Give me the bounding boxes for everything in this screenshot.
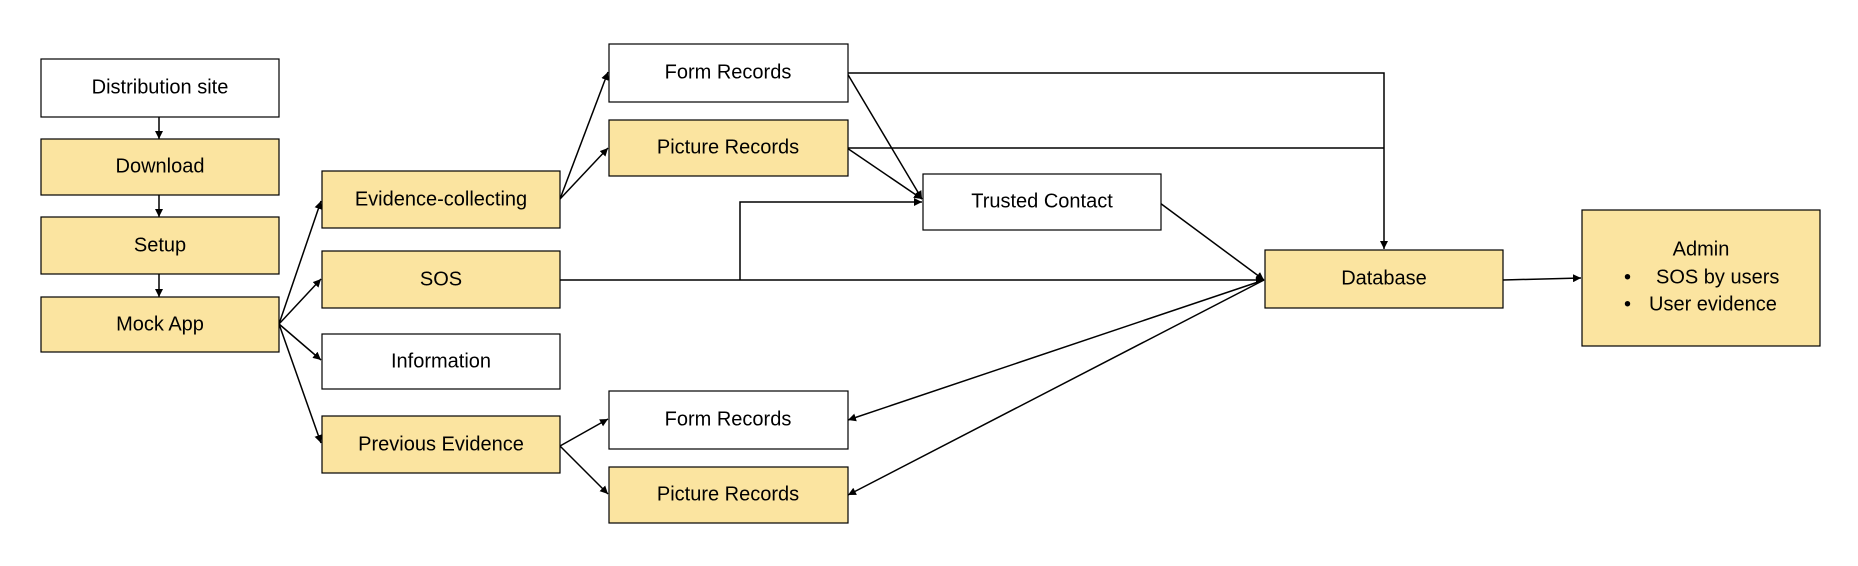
arrow-previous-to-picture-bottom — [559, 445, 609, 495]
admin-item: SOS by users — [1656, 266, 1779, 288]
arrow-mockapp-to-previous — [278, 323, 323, 444]
admin-title: Admin — [1673, 238, 1730, 260]
arrow-evidence-to-form — [559, 71, 609, 200]
node-label: Previous Evidence — [358, 433, 524, 455]
node-mock-app: Mock App — [40, 296, 280, 353]
node-label: Picture Records — [657, 483, 799, 505]
node-distribution-site: Distribution site — [40, 58, 280, 118]
node-label: Information — [391, 350, 491, 372]
node-label: Form Records — [665, 61, 792, 83]
node-picture-records-bottom: Picture Records — [608, 466, 849, 524]
arrow-database-to-picture-bottom — [847, 279, 1265, 496]
node-admin: Admin • SOS by users • User evidence — [1581, 209, 1821, 347]
node-label: Trusted Contact — [971, 190, 1113, 212]
arrow-form-to-database — [848, 72, 1388, 249]
node-label: Mock App — [116, 313, 204, 335]
node-form-records-top: Form Records — [608, 43, 849, 103]
arrow-picture-to-trusted — [846, 147, 923, 200]
arrow-mockapp-to-information — [278, 323, 322, 361]
arrow-mockapp-to-evidence — [278, 200, 323, 325]
arrow-database-to-form-bottom — [847, 279, 1265, 422]
node-label: Setup — [134, 234, 186, 256]
node-label: SOS — [420, 268, 462, 290]
node-trusted-contact: Trusted Contact — [922, 173, 1162, 231]
node-evidence-collecting: Evidence-collecting — [321, 170, 561, 229]
node-label: Distribution site — [92, 76, 229, 98]
arrow-evidence-to-picture — [559, 147, 609, 200]
arrow-sos-to-trusted — [739, 198, 922, 280]
node-label: Database — [1341, 267, 1427, 289]
admin-item: User evidence — [1649, 293, 1777, 315]
node-form-records-bottom: Form Records — [608, 390, 849, 450]
connectors — [155, 71, 1582, 496]
node-information: Information — [321, 333, 561, 390]
node-setup: Setup — [40, 216, 280, 275]
arrow-database-to-admin — [1502, 274, 1582, 283]
node-database: Database — [1264, 249, 1504, 309]
arrow-trusted-to-database — [1159, 202, 1265, 281]
bullet-icon: • — [1624, 266, 1631, 288]
node-download: Download — [40, 138, 280, 196]
arrow-mockapp-to-sos — [278, 278, 322, 325]
node-label: Download — [116, 155, 205, 177]
node-picture-records-top: Picture Records — [608, 119, 849, 177]
node-label: Evidence-collecting — [355, 188, 527, 210]
node-label: Form Records — [665, 408, 792, 430]
node-sos: SOS — [321, 250, 561, 309]
bullet-icon: • — [1624, 293, 1631, 315]
node-previous-evidence: Previous Evidence — [321, 415, 561, 474]
arrow-previous-to-form-bottom — [559, 418, 609, 447]
arrow-form-to-trusted — [846, 72, 923, 200]
node-label: Picture Records — [657, 136, 799, 158]
